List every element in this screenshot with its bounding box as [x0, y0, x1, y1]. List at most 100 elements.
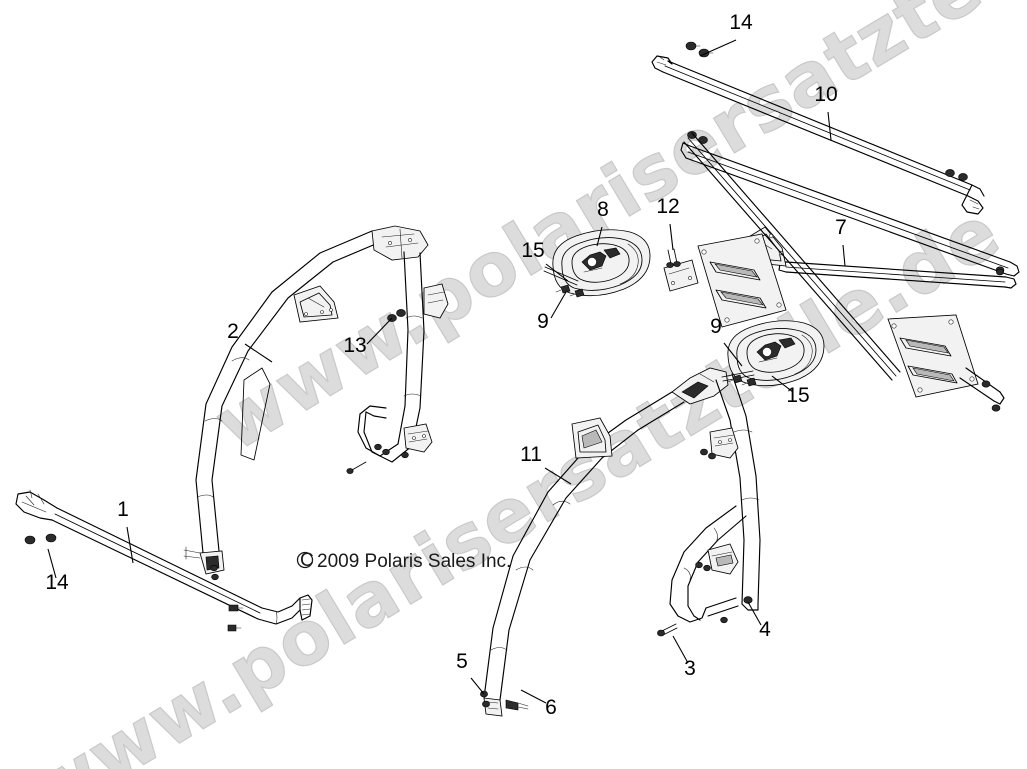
mirror-pivot	[756, 337, 796, 363]
part-2-left-rear-hoop	[183, 225, 449, 581]
fastener	[958, 173, 968, 181]
callout-6: 6	[520, 689, 557, 719]
callout-leader-line	[366, 317, 393, 345]
callout-number: 1	[117, 498, 129, 521]
callout-number: 2	[227, 320, 239, 343]
callout-number: 11	[520, 443, 542, 466]
copyright-notice: C 2009 Polaris Sales Inc.	[296, 550, 511, 572]
callout-5: 5	[456, 650, 485, 695]
fastener	[945, 169, 955, 177]
callout-4: 4	[747, 601, 771, 641]
gusset-bracket	[293, 285, 339, 323]
callout-number: 14	[729, 11, 753, 34]
callout-number: 9	[537, 310, 549, 333]
callout-leader-line	[520, 689, 547, 704]
part-8-mirror-assembly	[543, 229, 651, 298]
callout-leader-line	[544, 467, 572, 485]
callout-number: 3	[684, 657, 696, 680]
fastener	[228, 604, 244, 612]
callout-leader-line	[545, 263, 569, 282]
fastener	[687, 131, 697, 139]
mount-bracket	[423, 283, 449, 319]
fastener	[24, 535, 36, 545]
mount-plate	[697, 233, 787, 328]
fastener	[741, 377, 757, 387]
callout-leader-line	[669, 223, 674, 251]
mount-bracket	[707, 543, 739, 575]
fastener	[396, 309, 406, 317]
part-7-right-side-rail	[663, 131, 1020, 412]
callout-leader-line	[672, 635, 689, 664]
callout-number: 7	[835, 216, 847, 239]
callout-leader-line	[470, 677, 485, 695]
callout-3: 3	[672, 635, 696, 680]
fastener	[569, 288, 585, 298]
callout-number: 9	[710, 315, 722, 338]
callout-leader-line	[244, 343, 273, 363]
fastener	[703, 564, 711, 572]
callout-leader-line	[771, 375, 794, 393]
callout-15: 15	[521, 239, 569, 282]
callout-8: 8	[596, 198, 609, 247]
part-1-lower-cross-bar	[15, 489, 313, 632]
callout-9: 9	[537, 291, 567, 333]
callout-number: 15	[521, 239, 544, 262]
callout-leader-line	[126, 526, 134, 564]
svg-text:C: C	[300, 550, 314, 571]
base-plate	[183, 546, 225, 581]
crown-fitting	[671, 367, 729, 405]
fastener	[991, 404, 1001, 412]
mirror-assembly-right	[721, 320, 825, 387]
callout-13: 13	[343, 317, 393, 357]
callout-number: 15	[786, 384, 809, 407]
callout-number: 12	[656, 195, 679, 218]
callout-11: 11	[520, 443, 572, 485]
mount-plate	[887, 314, 1005, 412]
fastener	[374, 443, 382, 451]
callout-14: 14	[699, 11, 753, 57]
fastener	[708, 452, 716, 460]
part-10-upper-diagonal-brace	[651, 41, 985, 215]
callout-number: 13	[343, 334, 366, 357]
copyright-text: 2009 Polaris Sales Inc.	[317, 551, 511, 572]
callout-9: 9	[710, 315, 743, 367]
fastener	[700, 448, 708, 456]
fastener	[720, 616, 728, 624]
mirror-pivot	[581, 247, 621, 273]
callout-12: 12	[656, 195, 680, 251]
fastener	[996, 268, 1004, 276]
part-6-screw	[505, 699, 529, 711]
fastener	[555, 284, 571, 294]
callout-leader-line	[596, 226, 603, 247]
part-12-bracket	[663, 248, 699, 292]
callout-leader-line	[842, 244, 846, 267]
callout-2: 2	[227, 320, 273, 363]
callout-7: 7	[835, 216, 847, 267]
callout-15: 15	[771, 375, 810, 407]
mount-bracket	[403, 423, 433, 453]
callout-number: 14	[45, 571, 69, 594]
callout-leader-line	[827, 111, 832, 141]
mount-bracket	[709, 427, 739, 459]
callout-leader-line	[723, 342, 743, 367]
callout-leader-line	[550, 291, 567, 319]
callout-number: 4	[759, 618, 771, 641]
fastener	[227, 624, 242, 632]
part-4-nut	[743, 596, 753, 604]
flange	[299, 594, 313, 621]
fastener	[401, 451, 409, 459]
end-fitting	[15, 489, 58, 521]
gusset-bracket	[571, 417, 613, 459]
callout-number: 8	[597, 198, 609, 221]
callout-1: 1	[117, 498, 134, 564]
fastener	[685, 41, 701, 51]
callout-leader-line	[747, 601, 762, 626]
part-11-right-front-hoop	[480, 367, 761, 717]
fastener	[695, 561, 703, 569]
fastener	[727, 374, 743, 384]
part-3-bolt	[657, 623, 678, 637]
fastener	[45, 533, 57, 543]
